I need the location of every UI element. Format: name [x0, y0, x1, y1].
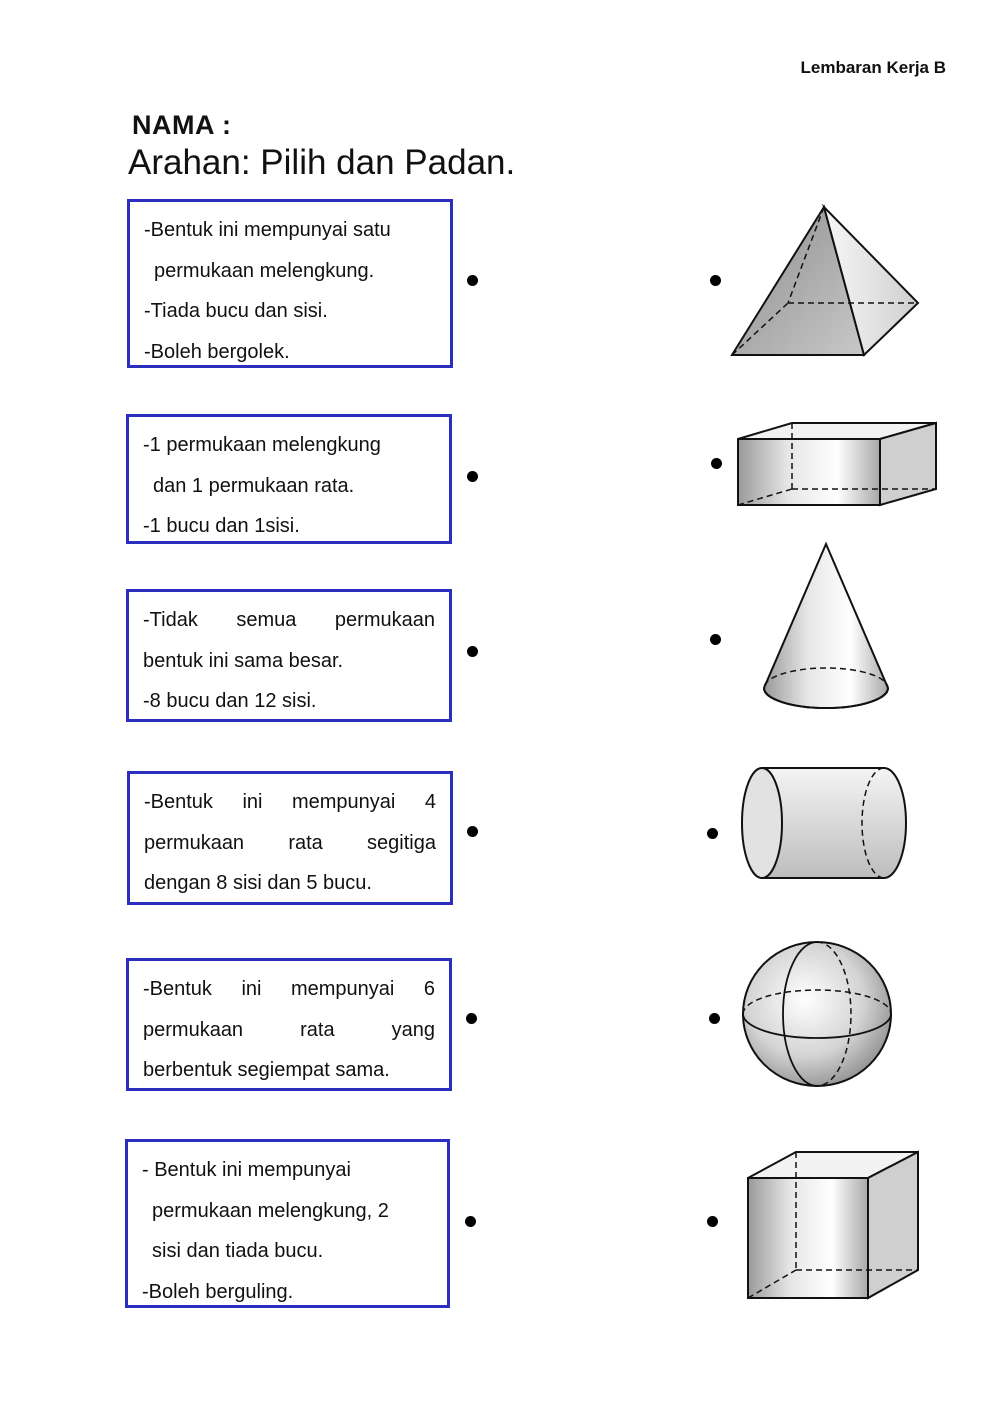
cone-icon — [762, 541, 890, 709]
sphere-icon — [742, 941, 892, 1087]
description-box-5: -Bentuk ini mempunyai 6 permukaan rata y… — [126, 958, 452, 1091]
description-line: -Bentuk ini mempunyai 4 — [144, 791, 436, 813]
right-match-dot-2[interactable] — [711, 458, 722, 469]
description-line: permukaan melengkung. — [154, 259, 375, 282]
right-match-dot-6[interactable] — [707, 1216, 718, 1227]
description-line: - Bentuk ini mempunyai — [142, 1159, 351, 1181]
left-match-dot-5[interactable] — [466, 1013, 477, 1024]
pyramid-icon — [730, 203, 920, 357]
left-match-dot-6[interactable] — [465, 1216, 476, 1227]
description-line: -Boleh bergolek. — [144, 340, 290, 363]
sheet-label: Lembaran Kerja B — [800, 58, 947, 77]
description-box-3: -Tidak semua permukaan bentuk ini sama b… — [126, 589, 452, 722]
description-line: -1 permukaan melengkung — [143, 434, 381, 456]
left-match-dot-4[interactable] — [467, 826, 478, 837]
description-line: permukaan rata segitiga — [144, 831, 436, 854]
description-line: -Boleh berguling. — [142, 1280, 294, 1303]
description-line: -Tidak semua permukaan — [143, 609, 435, 631]
cube-icon — [747, 1150, 919, 1300]
description-line: dan 1 permukaan rata. — [153, 474, 355, 497]
description-line: dengan 8 sisi dan 5 bucu. — [144, 872, 372, 894]
description-line: -Bentuk ini mempunyai satu — [144, 219, 391, 241]
left-match-dot-2[interactable] — [467, 471, 478, 482]
name-label: NAMA : — [132, 110, 232, 140]
description-line: berbentuk segiempat sama. — [143, 1059, 390, 1081]
description-box-6: - Bentuk ini mempunyai permukaan melengk… — [125, 1139, 450, 1308]
right-match-dot-5[interactable] — [709, 1013, 720, 1024]
description-box-4: -Bentuk ini mempunyai 4 permukaan rata s… — [127, 771, 453, 905]
description-line: permukaan melengkung, 2 — [152, 1199, 389, 1222]
cuboid-icon — [737, 421, 937, 507]
description-box-2: -1 permukaan melengkung dan 1 permukaan … — [126, 414, 452, 544]
description-line: -8 bucu dan 12 sisi. — [143, 690, 317, 712]
description-line: sisi dan tiada bucu. — [152, 1240, 324, 1262]
description-line: -1 bucu dan 1sisi. — [143, 515, 300, 537]
left-match-dot-1[interactable] — [467, 275, 478, 286]
description-line: -Bentuk ini mempunyai 6 — [143, 978, 435, 1000]
description-line: bentuk ini sama besar. — [143, 649, 344, 672]
cylinder-icon — [741, 767, 907, 879]
right-match-dot-3[interactable] — [710, 634, 721, 645]
right-match-dot-4[interactable] — [707, 828, 718, 839]
right-match-dot-1[interactable] — [710, 275, 721, 286]
instruction: Arahan: Pilih dan Padan. — [128, 143, 516, 182]
description-line: permukaan rata yang — [143, 1018, 435, 1041]
left-match-dot-3[interactable] — [467, 646, 478, 657]
description-box-1: -Bentuk ini mempunyai satu permukaan mel… — [127, 199, 453, 368]
description-line: -Tiada bucu dan sisi. — [144, 300, 328, 322]
